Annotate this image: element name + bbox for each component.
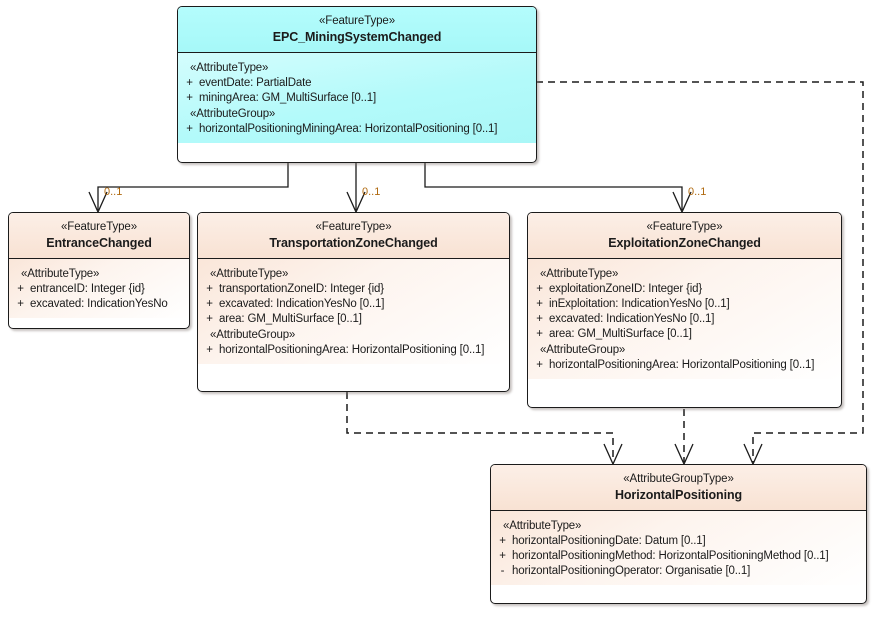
class-header-transportationzonechanged: «FeatureType» TransportationZoneChanged (198, 213, 509, 259)
multiplicity-label-entrance: 0..1 (104, 186, 123, 198)
attribute-group-title: «AttributeGroup» (540, 343, 626, 356)
attribute-text: horizontalPositioningDate: Datum [0..1] (512, 535, 706, 548)
class-box-epc-miningsystemchanged[interactable]: «FeatureType» EPC_MiningSystemChanged «A… (177, 6, 537, 163)
class-stereotype: «FeatureType» (315, 221, 392, 233)
attribute-text: excavated: IndicationYesNo (30, 298, 168, 311)
class-name: ExploitationZoneChanged (608, 235, 761, 250)
attribute-row: + miningArea: GM_MultiSurface [0..1] (180, 91, 534, 106)
attribute-row: + horizontalPositioningMethod: Horizonta… (493, 549, 864, 564)
attribute-row: + horizontalPositioningMiningArea: Horiz… (180, 122, 534, 137)
attribute-text: horizontalPositioningOperator: Organisat… (512, 565, 751, 578)
attribute-row: + inExploitation: IndicationYesNo [0..1] (530, 297, 839, 312)
class-box-horizontalpositioning[interactable]: «AttributeGroupType» HorizontalPositioni… (490, 464, 867, 604)
attribute-visibility: + (206, 344, 213, 357)
attribute-text: horizontalPositioningArea: HorizontalPos… (549, 359, 815, 372)
class-name: HorizontalPositioning (614, 487, 743, 502)
attribute-row: + horizontalPositioningDate: Datum [0..1… (493, 534, 864, 549)
attribute-visibility: + (499, 550, 506, 563)
class-header-epc-miningsystemchanged: «FeatureType» EPC_MiningSystemChanged (178, 7, 536, 53)
attribute-text: inExploitation: IndicationYesNo [0..1] (549, 298, 730, 311)
multiplicity-label-transportation: 0..1 (362, 186, 381, 198)
attribute-visibility: + (536, 359, 543, 372)
class-stereotype: «FeatureType» (60, 221, 138, 233)
attribute-visibility: + (17, 283, 24, 296)
class-box-entrancechanged[interactable]: «FeatureType» EntranceChanged «Attribute… (8, 212, 190, 329)
class-stereotype: «AttributeGroupType» (623, 473, 734, 485)
class-body-epc-miningsystemchanged: «AttributeType» + eventDate: PartialDate… (178, 52, 536, 143)
attribute-row: + horizontalPositioningArea: HorizontalP… (200, 343, 507, 358)
attribute-visibility: + (536, 313, 543, 326)
attribute-row: + entranceID: Integer {id} (11, 282, 187, 297)
attribute-row: - horizontalPositioningOperator: Organis… (493, 564, 864, 579)
attribute-text: horizontalPositioningMiningArea: Horizon… (199, 123, 498, 136)
attribute-text: horizontalPositioningMethod: HorizontalP… (512, 550, 829, 563)
attribute-visibility: + (536, 298, 543, 311)
attribute-visibility: + (536, 283, 543, 296)
attribute-text: excavated: IndicationYesNo [0..1] (219, 298, 385, 311)
attribute-group-title: «AttributeGroup» (210, 328, 296, 341)
attribute-group-title: «AttributeType» (540, 267, 619, 280)
class-box-exploitationzonechanged[interactable]: «FeatureType» ExploitationZoneChanged «A… (527, 212, 842, 408)
attribute-row: + excavated: IndicationYesNo [0..1] (200, 297, 507, 312)
multiplicity-label-exploitation: 0..1 (688, 186, 707, 198)
attribute-row: + horizontalPositioningArea: HorizontalP… (530, 358, 839, 373)
attribute-visibility: + (186, 77, 193, 90)
attribute-text: transportationZoneID: Integer {id} (219, 283, 384, 296)
class-name: EntranceChanged (46, 235, 152, 250)
attribute-row: + area: GM_MultiSurface [0..1] (530, 327, 839, 342)
attribute-text: miningArea: GM_MultiSurface [0..1] (199, 92, 377, 105)
class-header-horizontalpositioning: «AttributeGroupType» HorizontalPositioni… (491, 465, 866, 511)
class-body-exploitationzonechanged: «AttributeType» + exploitationZoneID: In… (528, 258, 841, 379)
class-header-entrancechanged: «FeatureType» EntranceChanged (9, 213, 189, 259)
class-stereotype: «FeatureType» (646, 221, 723, 233)
attribute-visibility: - (500, 565, 505, 578)
attribute-row: + exploitationZoneID: Integer {id} (530, 282, 839, 297)
attribute-visibility: + (206, 313, 213, 326)
dependency-exploitation-to-horizontalpositioning (674, 409, 694, 466)
attribute-text: area: GM_MultiSurface [0..1] (549, 328, 692, 341)
attribute-row: + excavated: IndicationYesNo [0..1] (530, 312, 839, 327)
class-name: TransportationZoneChanged (269, 235, 438, 250)
class-body-entrancechanged: «AttributeType» + entranceID: Integer {i… (9, 258, 189, 318)
attribute-visibility: + (186, 92, 193, 105)
class-stereotype: «FeatureType» (318, 15, 396, 27)
attribute-text: exploitationZoneID: Integer {id} (549, 283, 703, 296)
attribute-group-title: «AttributeGroup» (190, 107, 276, 120)
class-body-transportationzonechanged: «AttributeType» + transportationZoneID: … (198, 258, 509, 364)
attribute-visibility: + (186, 123, 193, 136)
attribute-row: + eventDate: PartialDate (180, 76, 534, 91)
attribute-group-title: «AttributeType» (21, 267, 100, 280)
attribute-visibility: + (206, 298, 213, 311)
attribute-group-title: «AttributeType» (503, 519, 582, 532)
attribute-text: excavated: IndicationYesNo [0..1] (549, 313, 715, 326)
attribute-row: + excavated: IndicationYesNo (11, 297, 187, 312)
class-name: EPC_MiningSystemChanged (272, 29, 442, 44)
attribute-row: + area: GM_MultiSurface [0..1] (200, 312, 507, 327)
attribute-visibility: + (499, 535, 506, 548)
attribute-group-title: «AttributeType» (190, 61, 269, 74)
class-body-horizontalpositioning: «AttributeType» + horizontalPositioningD… (491, 510, 866, 585)
association-mining-to-exploitation (424, 163, 692, 214)
attribute-text: eventDate: PartialDate (199, 77, 312, 90)
class-box-transportationzonechanged[interactable]: «FeatureType» TransportationZoneChanged … (197, 212, 510, 392)
attribute-text: entranceID: Integer {id} (30, 283, 145, 296)
attribute-row: + transportationZoneID: Integer {id} (200, 282, 507, 297)
attribute-text: horizontalPositioningArea: HorizontalPos… (219, 344, 485, 357)
attribute-visibility: + (17, 298, 24, 311)
attribute-visibility: + (536, 328, 543, 341)
attribute-group-title: «AttributeType» (210, 267, 289, 280)
class-header-exploitationzonechanged: «FeatureType» ExploitationZoneChanged (528, 213, 841, 259)
attribute-text: area: GM_MultiSurface [0..1] (219, 313, 362, 326)
attribute-visibility: + (206, 283, 213, 296)
